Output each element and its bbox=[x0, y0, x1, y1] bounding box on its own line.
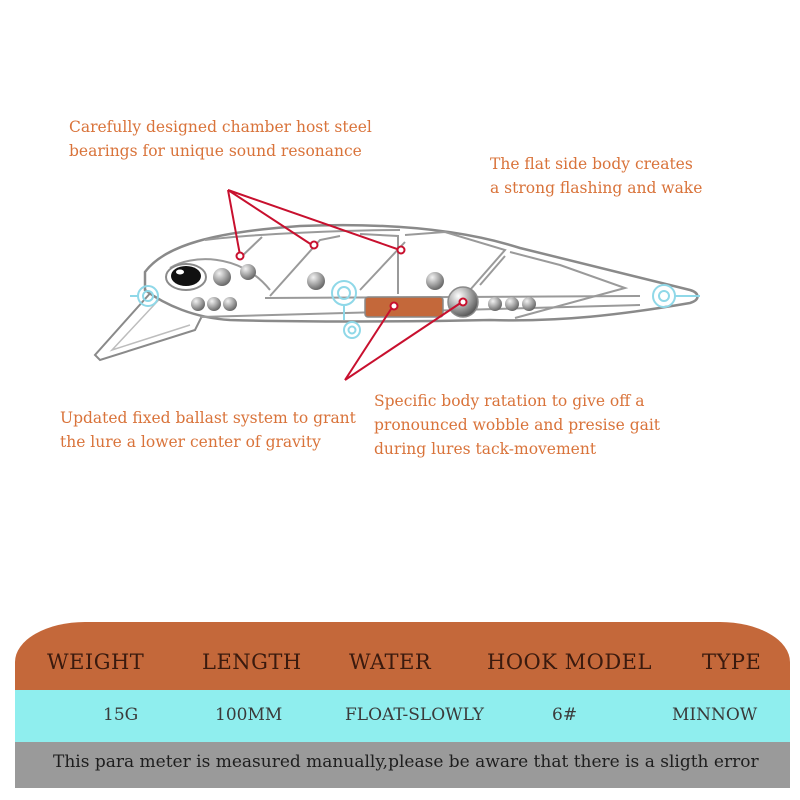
header-water: WATER bbox=[349, 650, 432, 674]
callout-rotation: Specific body ratation to give off a pro… bbox=[374, 392, 661, 458]
callout-ballast: Updated fixed ballast system to grant th… bbox=[60, 409, 356, 451]
pointer-dots bbox=[235, 240, 468, 311]
diving-lip-inner bbox=[109, 289, 191, 352]
lure-eye bbox=[165, 263, 207, 291]
pointer-lines bbox=[227, 189, 463, 381]
value-type: MINNOW bbox=[672, 705, 758, 725]
value-length: 100MM bbox=[215, 705, 283, 725]
spec-table: WEIGHT LENGTH WATER HOOK MODEL TYPE 15G … bbox=[15, 622, 790, 788]
header-weight: WEIGHT bbox=[47, 650, 145, 674]
spec-values-band: 15G 100MM FLOAT-SLOWLY 6# MINNOW bbox=[15, 690, 790, 742]
value-hook-model: 6# bbox=[552, 705, 578, 725]
header-length: LENGTH bbox=[202, 650, 302, 674]
steel-bearings bbox=[191, 264, 536, 311]
header-type: TYPE bbox=[702, 650, 762, 674]
ballast-weight bbox=[364, 296, 444, 318]
header-hook-model: HOOK MODEL bbox=[487, 650, 652, 674]
line-eyelets bbox=[130, 280, 700, 339]
value-water: FLOAT-SLOWLY bbox=[345, 705, 485, 725]
measurement-note: This para meter is measured manually,ple… bbox=[53, 752, 759, 772]
lure-diagram bbox=[93, 189, 700, 381]
value-weight: 15G bbox=[103, 705, 139, 725]
spec-header-band: WEIGHT LENGTH WATER HOOK MODEL TYPE bbox=[15, 622, 790, 690]
callout-flat-side: The flat side body creates a strong flas… bbox=[490, 155, 703, 197]
measurement-note-band: This para meter is measured manually,ple… bbox=[15, 742, 790, 788]
callout-sound-chamber: Carefully designed chamber host steel be… bbox=[69, 118, 372, 160]
